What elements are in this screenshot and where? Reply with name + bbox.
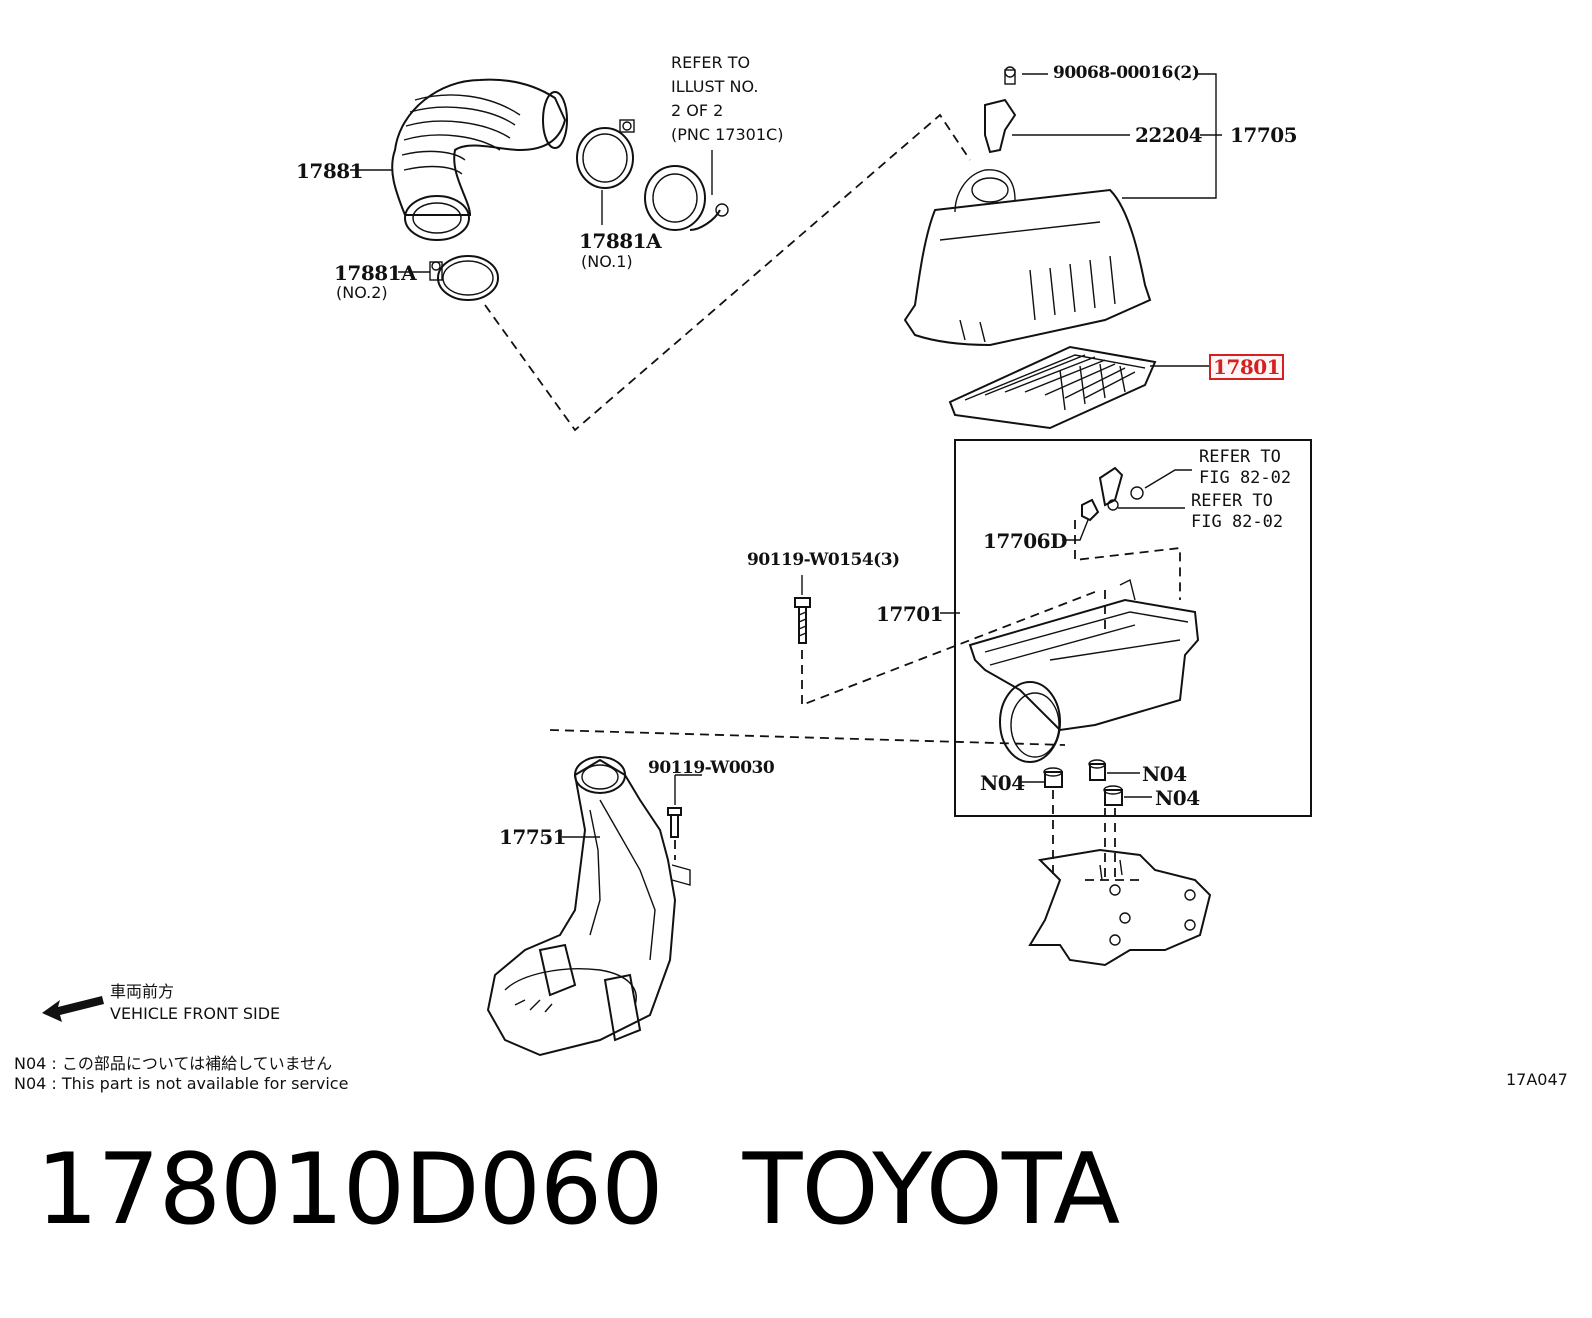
air-intake-duct-17751[interactable]	[486, 756, 691, 1057]
note-n04-en: N04 : This part is not available for ser…	[14, 1074, 349, 1093]
callout-n04-right2[interactable]: N04	[1155, 786, 1200, 810]
callout-17706d[interactable]: 17706D	[983, 529, 1067, 553]
hose-clamp-no1[interactable]	[576, 119, 635, 189]
mounting-bracket[interactable]	[1028, 848, 1212, 967]
callout-17881a-no1[interactable]: 17881A	[579, 229, 662, 253]
refer-illust-line-4: (PNC 17301C)	[671, 125, 784, 144]
bolt-90119-w0154[interactable]	[794, 597, 811, 644]
grommet-17706d[interactable]	[1081, 498, 1100, 522]
refer-illust-line-3: 2 OF 2	[671, 101, 724, 120]
bracket-bolts[interactable]	[1098, 466, 1192, 511]
mount-n04-right1[interactable]	[1088, 759, 1106, 781]
callout-17881[interactable]: 17881	[296, 159, 364, 183]
dash-bolt-to-case	[801, 589, 1101, 707]
leader-17706d	[1062, 519, 1089, 541]
dash-case-1	[1074, 520, 1181, 600]
callout-n04-left[interactable]: N04	[980, 771, 1025, 795]
refer-fig-2-line-1: REFER TO	[1191, 491, 1273, 511]
air-filter-element-17801[interactable]	[948, 345, 1157, 430]
direction-jp: 車両前方	[110, 982, 175, 1001]
air-cleaner-cap-17705[interactable]	[903, 169, 1152, 347]
dash-duct-to-case	[549, 729, 1066, 746]
callout-90068-00016[interactable]: 90068-00016(2)	[1053, 63, 1200, 83]
dash-hose-to-cover	[484, 113, 971, 432]
hose-end-17301c[interactable]	[644, 165, 729, 231]
leader-90119-w0030	[674, 774, 702, 805]
air-cleaner-case-17701[interactable]	[968, 578, 1200, 763]
callout-n04-right1[interactable]: N04	[1142, 762, 1187, 786]
mass-air-flow-sensor-22204[interactable]	[984, 66, 1017, 154]
mount-n04-left[interactable]	[1043, 767, 1063, 788]
footer-brand: TOYOTA	[742, 1133, 1121, 1247]
bracket-17705	[1122, 73, 1222, 199]
footer-part-number: 178010D060	[36, 1133, 664, 1247]
refer-illust-line-2: ILLUST NO.	[671, 77, 759, 96]
dash-mounts-to-bracket	[1052, 790, 1140, 881]
callout-17801-highlighted[interactable]: 17801	[1209, 354, 1285, 380]
callout-17751[interactable]: 17751	[499, 825, 567, 849]
callout-22204[interactable]: 22204	[1135, 123, 1203, 147]
callout-17881a-no1-sub: (NO.1)	[581, 252, 633, 271]
callout-17705[interactable]: 17705	[1230, 123, 1298, 147]
case-assembly-box	[954, 439, 1312, 817]
callout-17881a-no2[interactable]: 17881A	[334, 261, 417, 285]
callout-90119-w0030[interactable]: 90119-W0030	[648, 758, 775, 778]
callout-90119-w0154[interactable]: 90119-W0154(3)	[747, 550, 900, 570]
mount-n04-right2[interactable]	[1103, 785, 1123, 806]
refer-fig-1-line-1: REFER TO	[1199, 447, 1281, 467]
intake-hose-17881[interactable]	[391, 78, 568, 241]
direction-en: VEHICLE FRONT SIDE	[110, 1004, 281, 1023]
footer-title: 178010D060 TOYOTA	[36, 1133, 1121, 1247]
bolt-90119-w0030[interactable]	[667, 807, 682, 838]
refer-fig-1-line-2: FIG 82-02	[1199, 468, 1292, 488]
illustration-code: 17A047	[1506, 1070, 1568, 1089]
note-n04-jp: N04 : この部品については補給していません	[14, 1054, 333, 1073]
hose-clamp-no2[interactable]	[429, 255, 499, 301]
refer-fig-2-line-2: FIG 82-02	[1191, 512, 1284, 532]
refer-illust-line-1: REFER TO	[671, 53, 751, 72]
callout-17701[interactable]: 17701	[876, 602, 944, 626]
callout-17881a-no2-sub: (NO.2)	[336, 283, 388, 302]
vehicle-front-arrow-icon	[42, 996, 104, 1022]
